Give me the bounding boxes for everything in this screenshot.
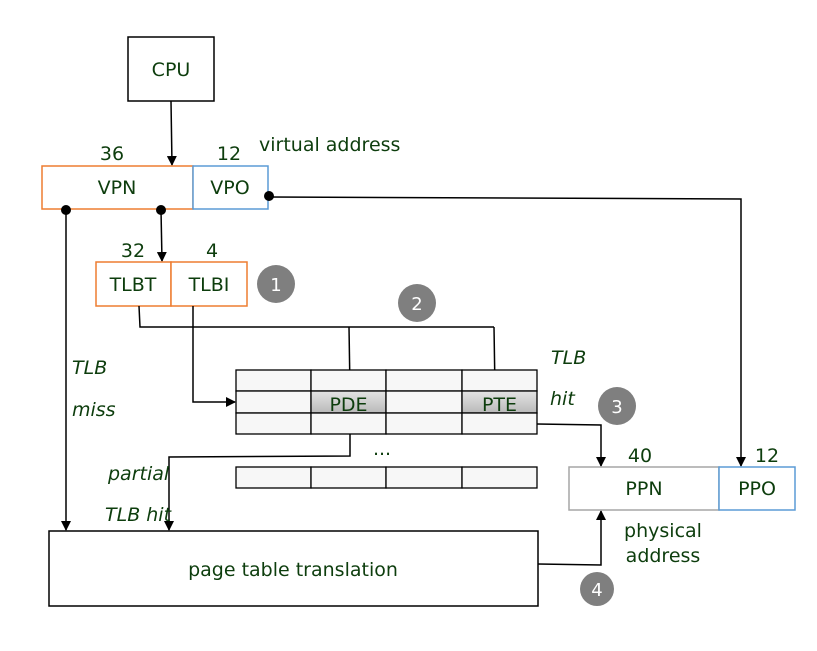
vpn-bits: 36: [100, 143, 124, 165]
tlb-miss-label-2: miss: [72, 399, 116, 421]
vpo-label: VPO: [210, 177, 249, 199]
tlb-hit-label-1: TLB: [551, 347, 586, 369]
physical-address-label-2: address: [626, 545, 701, 567]
tlb-cell: [385, 390, 463, 414]
tlb-hit-label-2: hit: [550, 388, 576, 410]
tlb-ellipsis: ...: [373, 438, 391, 460]
svg-text:2: 2: [411, 294, 422, 315]
tlb-cell: [235, 412, 312, 435]
virtual-address-label: virtual address: [259, 134, 400, 156]
page-table-to-ppn-arrow: [537, 510, 606, 566]
svg-text:1: 1: [270, 275, 281, 296]
tlbi-label: TLBI: [188, 274, 230, 296]
cpu-box: CPU: [127, 36, 215, 102]
tlb-cell: [385, 412, 463, 435]
tlb-miss-label-1: TLB: [72, 357, 107, 379]
page-table-translation-box: page table translation: [48, 530, 539, 607]
svg-text:4: 4: [591, 580, 602, 601]
tlbt-bits: 32: [121, 240, 145, 262]
vpn-label: VPN: [98, 177, 137, 199]
vpo-bits: 12: [217, 143, 241, 165]
physical-address-label-1: physical: [624, 520, 702, 542]
tlb-cell: [310, 412, 387, 435]
cpu-to-vpn-arrow: [166, 100, 177, 166]
vpn-field: VPN: [41, 165, 194, 210]
pte-label: PTE: [482, 394, 517, 416]
ppo-field: PPO: [718, 466, 796, 511]
pde-label: PDE: [329, 394, 367, 416]
ppn-bits: 40: [628, 445, 652, 467]
tlb-table: PDE PTE: [235, 369, 538, 489]
tlbt-compare-line: [138, 305, 494, 328]
tlb-cell: [235, 369, 312, 392]
page-table-label: page table translation: [188, 559, 398, 581]
ppn-field: PPN: [568, 466, 720, 511]
partial-label-2: TLB hit: [105, 504, 173, 526]
ppo-bits: 12: [755, 445, 779, 467]
ppn-label: PPN: [625, 478, 662, 500]
ppo-label: PPO: [738, 478, 776, 500]
tlbt-field: TLBT: [95, 261, 172, 307]
tlbi-field: TLBI: [170, 261, 248, 307]
vpo-junction-dot: [264, 191, 274, 201]
tlb-cell: [310, 466, 387, 489]
step-badge-3: 3: [598, 387, 636, 425]
cpu-label: CPU: [152, 59, 191, 81]
tlb-hit-arrow: [536, 423, 606, 467]
tlb-cell: [235, 390, 312, 414]
step-badge-2: 2: [398, 284, 436, 322]
tlb-cell: [461, 466, 538, 489]
vpo-to-ppo-arrow: [268, 196, 746, 467]
step-badge-1: 1: [257, 265, 295, 303]
vpo-field: VPO: [192, 165, 269, 210]
vpn-to-tlbt-arrow: [156, 209, 167, 262]
tlb-cell: [310, 369, 387, 392]
tlb-cell: [385, 466, 463, 489]
svg-text:3: 3: [611, 397, 622, 418]
tlbi-bits: 4: [206, 240, 218, 262]
partial-hit-arrow: [164, 434, 351, 531]
tlb-cell: [461, 412, 538, 435]
step-badge-4: 4: [580, 572, 614, 606]
tlb-cell: [235, 466, 312, 489]
partial-label-1: partial: [107, 463, 170, 485]
tlb-cell: [461, 369, 538, 392]
tlb-cell: [385, 369, 463, 392]
tlbt-label: TLBT: [109, 274, 157, 296]
tlbi-to-set-arrow: [192, 306, 236, 407]
